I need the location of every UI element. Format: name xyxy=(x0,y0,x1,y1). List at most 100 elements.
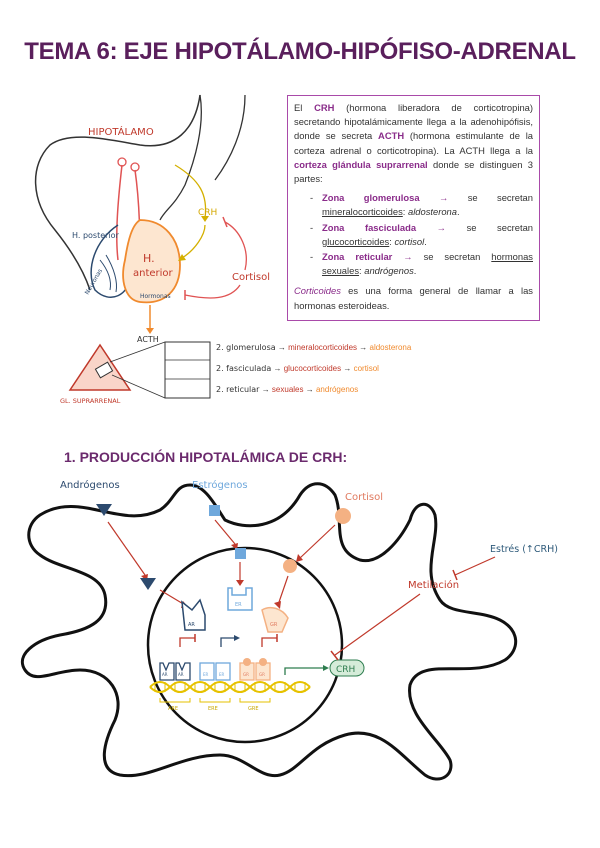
hormone-example: andrógenos xyxy=(364,265,414,277)
text: (hormona estimulante de la corteza adren… xyxy=(294,130,533,156)
crh-production-diagram: Andrógenos AR Estrógenos ER Cortisol GR … xyxy=(21,479,558,781)
ar-receptor xyxy=(181,598,206,631)
list-item: Zona glomerulosa → se secretan mineraloc… xyxy=(310,191,533,219)
arrow: → xyxy=(343,364,352,373)
text: es una forma general de llamar a las hor… xyxy=(294,285,533,311)
arrow-icon: → xyxy=(438,192,449,204)
nucleus xyxy=(146,546,344,744)
text: : xyxy=(359,265,365,277)
h-anterior-label-2: anterior xyxy=(133,268,174,279)
ere-label: ERE xyxy=(208,706,218,712)
crh-label: CRH xyxy=(198,208,217,218)
gl-suprarrenal-label: GL. SUPRARRENAL xyxy=(60,397,121,405)
hormone-class: glucocorticoides xyxy=(283,364,342,373)
zone-list: Zona glomerulosa → se secretan mineraloc… xyxy=(294,191,533,278)
cortisol-icon xyxy=(335,508,351,524)
svg-text:AR: AR xyxy=(178,672,184,677)
arrow: → xyxy=(261,385,270,394)
text: se secretan xyxy=(446,221,533,233)
arrow-icon: → xyxy=(403,251,413,263)
estrogen-icon xyxy=(209,505,220,516)
arrow: → xyxy=(277,343,286,352)
arrow: → xyxy=(273,364,282,373)
zone-name: 2. reticular xyxy=(216,385,260,394)
cortisol-label: Cortisol xyxy=(232,272,270,283)
hormone-class: glucocorticoides xyxy=(322,235,390,247)
info-paragraph-1: El CRH (hormona liberadora de corticotro… xyxy=(294,101,533,186)
are-label: ARE xyxy=(168,706,178,712)
anterior-pituitary xyxy=(122,219,181,304)
estres-label: Estrés (↑CRH) xyxy=(490,544,558,555)
hormone-class: hormonas sexuales xyxy=(322,251,533,277)
gr-receptor xyxy=(261,606,289,633)
androgenos-label: Andrógenos xyxy=(60,479,120,491)
cortisol-label-2: Cortisol xyxy=(345,492,383,503)
zone-name: 2. fasciculada xyxy=(216,364,272,373)
cortisol-icon xyxy=(283,559,297,573)
hormone-class: mineralocorticoides xyxy=(288,343,358,352)
zone-name: 2. glomerulosa xyxy=(216,343,276,352)
text: donde se distinguen 3 partes: xyxy=(294,158,533,185)
hipotalamo-label: HIPOTÁLAMO xyxy=(88,125,154,138)
androgen-icon xyxy=(96,504,112,516)
list-item: Zona fasciculada → se secretan glucocort… xyxy=(310,221,533,249)
er-label: ER xyxy=(235,602,242,608)
zone-name: Zona glomerulosa xyxy=(322,192,420,204)
svg-text:GR: GR xyxy=(243,672,249,677)
corticoides-term: Corticoides xyxy=(294,285,341,297)
androgen-icon xyxy=(140,578,156,590)
arrow: → xyxy=(305,385,314,394)
zone-rows: 2. glomerulosa → mineralocorticoides → a… xyxy=(216,343,486,406)
hormone-class: mineralocorticoides xyxy=(322,206,403,218)
crh-output xyxy=(329,659,365,677)
arrow: → xyxy=(359,343,368,352)
h-posterior-label: H. posterior xyxy=(72,231,120,240)
posterior-pituitary xyxy=(90,224,131,298)
crh-term: CRH xyxy=(314,102,335,113)
zone-name: Zona fasciculada xyxy=(322,221,417,233)
svg-text:ER: ER xyxy=(203,672,209,677)
gre-label: GRE xyxy=(248,706,259,712)
text: : xyxy=(389,235,395,247)
dna-receptors: AR AR ER ER GR GR xyxy=(159,658,271,681)
hormone-example: aldosterona xyxy=(407,206,457,218)
svg-text:GR: GR xyxy=(259,672,265,677)
zone-row: 2. fasciculada → glucocorticoides → cort… xyxy=(216,364,486,385)
zone-row: 2. glomerulosa → mineralocorticoides → a… xyxy=(216,343,486,364)
hormone-example: cortisol xyxy=(353,364,379,373)
gr-label: GR xyxy=(270,622,278,628)
zone-row: 2. reticular → sexuales → andrógenos xyxy=(216,385,486,406)
estrogen-icon xyxy=(235,548,246,559)
page-title: TEMA 6: EJE HIPOTÁLAMO-HIPÓFISO-ADRENAL xyxy=(24,38,576,65)
corteza-term: corteza glándula suprarrenal xyxy=(294,158,428,170)
hormonas-label: Hormonas xyxy=(140,293,171,300)
section-title: 1. PRODUCCIÓN HIPOTALÁMICA DE CRH: xyxy=(64,449,348,465)
estrogenos-label: Estrógenos xyxy=(192,479,248,491)
arrow-icon: → xyxy=(436,221,446,233)
info-box: El CRH (hormona liberadora de corticotro… xyxy=(287,95,540,321)
dna-strand xyxy=(149,681,311,693)
list-item: Zona reticular → se secretan hormonas se… xyxy=(310,250,533,278)
text: : xyxy=(402,206,408,218)
info-paragraph-2: Corticoides es una forma general de llam… xyxy=(294,284,533,312)
er-receptor xyxy=(227,587,253,611)
hpa-axis-diagram: HIPOTÁLAMO H. posterior Neuronas H. ante… xyxy=(34,94,270,405)
hormone-example: cortisol xyxy=(394,235,425,247)
acth-term: ACTH xyxy=(378,130,405,142)
stalk-outline xyxy=(159,94,202,221)
metilacion-label: Metilación xyxy=(408,579,459,591)
text: . xyxy=(413,265,417,277)
svg-text:ER: ER xyxy=(219,672,225,677)
acth-label: ACTH xyxy=(137,335,159,344)
zone-name: Zona reticular xyxy=(322,251,393,263)
crh-label-2: CRH xyxy=(336,665,355,675)
text: El xyxy=(294,102,315,113)
hypothalamus-outline xyxy=(34,94,201,291)
svg-text:AR: AR xyxy=(162,672,168,677)
text: (hormona liberadora de corticotropina) s… xyxy=(294,102,533,142)
ar-label: AR xyxy=(188,622,195,628)
hormone-class: sexuales xyxy=(271,385,304,394)
text: se secretan xyxy=(448,192,533,204)
text: se secretan xyxy=(412,251,492,263)
text: . xyxy=(424,235,427,247)
